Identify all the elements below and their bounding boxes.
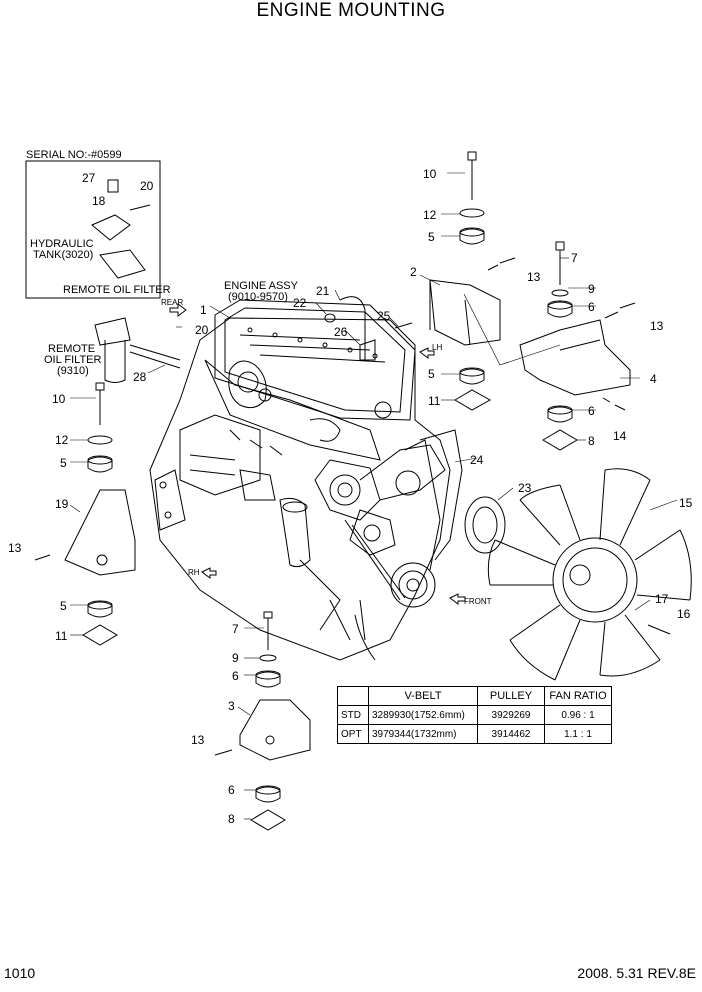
- callout-1: 1: [200, 303, 207, 317]
- callout-24: 24: [470, 453, 484, 467]
- callout-6-mid: 6: [588, 404, 595, 418]
- engine-block: [149, 299, 463, 661]
- callout-8-mid: 8: [588, 434, 595, 448]
- callout-21: 21: [316, 284, 330, 298]
- callout-7-bottom: 7: [232, 622, 239, 636]
- bolt-10-left: [95, 382, 105, 425]
- callout-6-bottom: 6: [232, 669, 239, 683]
- callout-20-b: 20: [195, 323, 209, 337]
- callout-27: 27: [82, 171, 96, 185]
- callout-10-left: 10: [52, 392, 66, 406]
- callout-15: 15: [679, 496, 693, 510]
- table-row: OPT 3979344(1732mm) 3914462 1.1 : 1: [337, 724, 612, 744]
- callout-5-mid: 5: [428, 367, 435, 381]
- table-cell: 3979344(1732mm): [368, 724, 478, 744]
- callout-16: 16: [677, 607, 691, 621]
- table-cell: 3929269: [477, 705, 545, 725]
- bracket-2: [429, 279, 501, 346]
- callout-14: 14: [613, 429, 627, 443]
- remote-oil-filter-l2: OIL FILTER: [44, 354, 102, 366]
- bolt-7-top: [555, 241, 565, 285]
- remote-oil-filter-l1: REMOTE: [48, 343, 95, 355]
- bracket-19: [64, 489, 136, 576]
- callout-23: 23: [518, 481, 532, 495]
- remote-filter-label: REMOTE OIL FILTER: [63, 284, 171, 296]
- fan-15: [487, 468, 692, 681]
- callout-13-b: 13: [650, 319, 664, 333]
- callout-13-d: 13: [191, 733, 205, 747]
- revision-label: 2008. 5.31 REV.8E: [577, 965, 696, 981]
- lh-label: LH: [432, 343, 442, 352]
- bolt-7-bottom: [263, 611, 273, 650]
- table-cell: 3914462: [477, 724, 545, 744]
- callout-2: 2: [410, 265, 417, 279]
- pulley-23: [464, 496, 506, 554]
- callout-19: 19: [55, 497, 69, 511]
- callout-12-left: 12: [55, 433, 69, 447]
- callout-10-top: 10: [423, 167, 437, 181]
- callout-3: 3: [228, 699, 235, 713]
- callout-20-a: 20: [140, 179, 154, 193]
- callout-11-bl: 11: [55, 629, 68, 643]
- callout-8-bottom: 8: [228, 812, 235, 826]
- front-label: FRONT: [464, 597, 492, 606]
- callout-18: 18: [92, 194, 106, 208]
- callout-25: 25: [377, 309, 391, 323]
- callout-7-top: 7: [571, 251, 578, 265]
- hydraulic-tank-label-1: HYDRAULIC: [30, 238, 94, 250]
- serial-box: [25, 160, 161, 299]
- callout-6-top: 6: [588, 300, 595, 314]
- bracket-3: [239, 699, 311, 761]
- callout-28: 28: [133, 370, 147, 384]
- spec-table: V-BELT PULLEY FAN RATIO STD 3289930(1752…: [337, 686, 612, 744]
- engine-assy-label-2: (9010-9570): [228, 291, 288, 303]
- callout-26: 26: [334, 325, 348, 339]
- page-title: ENGINE MOUNTING: [256, 0, 446, 21]
- callout-12-top: 12: [423, 208, 437, 222]
- serial-label: SERIAL NO:-#0599: [26, 149, 122, 161]
- callout-9-bottom: 9: [232, 651, 239, 665]
- callout-9-top: 9: [588, 282, 595, 296]
- remote-oil-filter-l3: (9310): [57, 365, 89, 377]
- table-cell: STD: [337, 705, 369, 725]
- table-cell: 1.1 : 1: [544, 724, 612, 744]
- callout-17: 17: [655, 592, 669, 606]
- callout-13-a: 13: [527, 270, 541, 284]
- rh-label: RH: [188, 568, 200, 577]
- callout-4: 4: [650, 372, 657, 386]
- callout-5-left: 5: [60, 456, 67, 470]
- table-cell: 3289930(1752.6mm): [368, 705, 478, 725]
- table-cell: 0.96 : 1: [544, 705, 612, 725]
- callout-5-top: 5: [428, 230, 435, 244]
- hydraulic-tank-label-2: TANK(3020): [33, 249, 93, 261]
- table-header-pulley: PULLEY: [477, 686, 545, 706]
- bolt-10-top: [467, 151, 477, 200]
- table-row: STD 3289930(1752.6mm) 3929269 0.96 : 1: [337, 705, 612, 725]
- callout-22: 22: [293, 296, 307, 310]
- table-header-blank: [337, 686, 369, 706]
- table-header-vbelt: V-BELT: [368, 686, 478, 706]
- table-header-fan-ratio: FAN RATIO: [544, 686, 612, 706]
- callout-13-c: 13: [8, 541, 22, 555]
- callout-6-bottom2: 6: [228, 783, 235, 797]
- callout-11-mid: 11: [428, 394, 441, 408]
- belt-24: [404, 439, 441, 571]
- page-number: 1010: [4, 965, 36, 981]
- bracket-4: [519, 319, 631, 396]
- engine-assy-label-1: ENGINE ASSY: [224, 280, 299, 292]
- table-cell: OPT: [337, 724, 369, 744]
- rear-label: REAR: [161, 298, 183, 307]
- callout-5-bl: 5: [60, 599, 67, 613]
